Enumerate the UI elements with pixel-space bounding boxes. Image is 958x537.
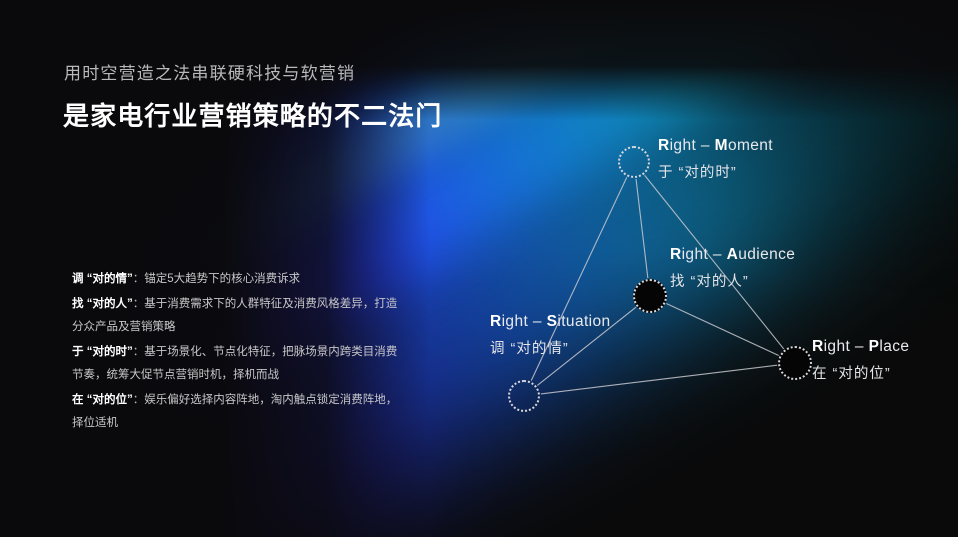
label-en-place: Right – Place [812,338,910,355]
bullet-lead: 于 “对的时” [72,346,133,358]
diagram-node-moment[interactable] [618,146,650,178]
diagram-label-situation: Right – Situation 调 “对的情” [490,312,611,360]
edge-audience-place [666,303,779,356]
bullet-body: 锚定5大趋势下的核心消费诉求 [144,273,301,285]
bullet-colon: ： [132,346,145,358]
slide-kicker: 用时空营造之法串联硬科技与软营销 [64,64,356,83]
strategy-bullet: 找 “对的人”：基于消费需求下的人群特征及消费风格差异，打造分众产品及营销策略 [72,293,402,339]
bullet-lead: 在 “对的位” [72,394,133,406]
bullet-lead: 找 “对的人” [72,298,133,310]
strategy-bullet: 调 “对的情”：锚定5大趋势下的核心消费诉求 [72,268,402,291]
label-en-situation: Right – Situation [490,313,611,330]
label-cn-place: 在 “对的位” [812,366,891,382]
slide-headline: 是家电行业营销策略的不二法门 [63,101,443,131]
label-cn-situation: 调 “对的情” [490,341,569,357]
strategy-bullet: 在 “对的位”：娱乐偏好选择内容阵地，淘内触点锁定消费阵地，择位适机 [72,389,402,435]
bullet-lead: 调 “对的情” [72,273,133,285]
diagram-node-audience[interactable] [633,279,667,313]
diagram-label-place: Right – Place 在 “对的位” [812,337,909,385]
label-cn-moment: 于 “对的时” [658,165,737,181]
strategy-bullet-list: 调 “对的情”：锚定5大趋势下的核心消费诉求找 “对的人”：基于消费需求下的人群… [72,268,402,437]
diagram-label-audience: Right – Audience 找 “对的人” [670,245,795,293]
label-en-audience: Right – Audience [670,246,796,263]
bullet-body: 娱乐偏好选择内容阵地，淘内触点锁定消费阵地，择位适机 [72,394,398,429]
bullet-body: 基于场景化、节点化特征，把脉场景内跨类目消费节奏，统筹大促节点营销时机，择机而战 [72,346,398,381]
diagram-node-place[interactable] [778,346,812,380]
bullet-colon: ： [132,394,145,406]
edge-situation-place [540,364,778,395]
bullet-colon: ： [132,298,145,310]
label-en-moment: Right – Moment [658,137,774,154]
label-cn-audience: 找 “对的人” [670,274,749,290]
strategy-bullet: 于 “对的时”：基于场景化、节点化特征，把脉场景内跨类目消费节奏，统筹大促节点营… [72,341,402,387]
diagram-node-situation[interactable] [508,380,540,412]
edge-moment-place [644,174,785,350]
bullet-colon: ： [132,273,145,285]
edge-situation-audience [536,306,637,386]
bullet-body: 基于消费需求下的人群特征及消费风格差异，打造分众产品及营销策略 [72,298,398,333]
edge-moment-situation [530,177,628,381]
edge-moment-audience [635,178,649,279]
diagram-label-moment: Right – Moment 于 “对的时” [658,136,773,184]
